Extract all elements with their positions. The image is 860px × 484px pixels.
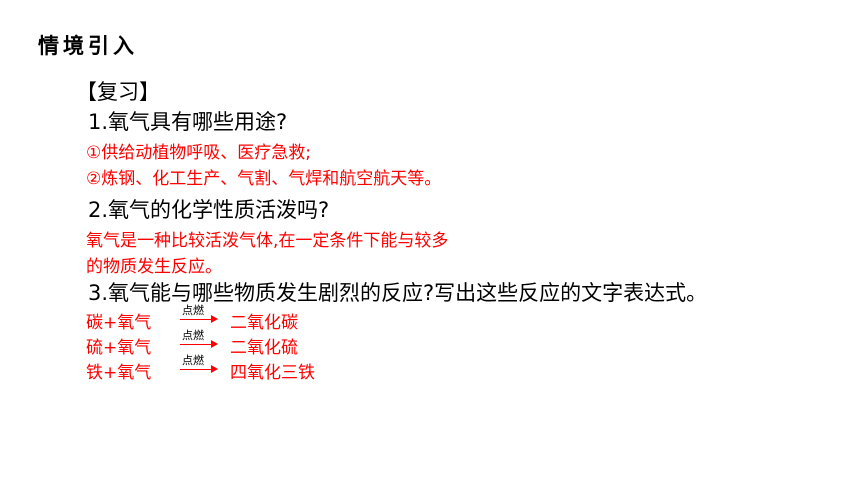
reaction-condition: 点燃 [182, 304, 204, 317]
answer-1-line-1: ①供给动植物呼吸、医疗急救; [86, 143, 311, 163]
question-1: 1.氧气具有哪些用途? [88, 110, 288, 134]
question-2: 2.氧气的化学性质活泼吗? [88, 198, 330, 222]
reaction-reactants: 铁+氧气 [86, 363, 152, 383]
reaction-arrow: 点燃 [180, 329, 218, 351]
answer-2-line-1: 氧气是一种比较活泼气体,在一定条件下能与较多 [86, 231, 449, 251]
arrow-line [180, 319, 212, 320]
review-label: 【复习】 [76, 80, 160, 104]
reaction-product: 二氧化碳 [230, 313, 298, 333]
reaction-product: 二氧化硫 [230, 338, 298, 358]
arrow-head-icon [211, 340, 218, 348]
reaction-condition: 点燃 [182, 329, 204, 342]
arrow-line [180, 344, 212, 345]
answer-2-line-2: 的物质发生反应。 [86, 257, 222, 277]
arrow-head-icon [211, 315, 218, 323]
page-title: 情境引入 [38, 34, 138, 58]
reaction-reactants: 碳+氧气 [86, 313, 152, 333]
question-3: 3.氧气能与哪些物质发生剧烈的反应?写出这些反应的文字表达式。 [88, 281, 708, 305]
reaction-arrow: 点燃 [180, 304, 218, 326]
reaction-reactants: 硫+氧气 [86, 338, 152, 358]
arrow-line [180, 369, 212, 370]
reaction-product: 四氧化三铁 [230, 363, 315, 383]
reaction-condition: 点燃 [182, 354, 204, 367]
answer-1-line-2: ②炼钢、化工生产、气割、气焊和航空航天等。 [86, 169, 442, 189]
arrow-head-icon [211, 365, 218, 373]
reaction-arrow: 点燃 [180, 354, 218, 376]
